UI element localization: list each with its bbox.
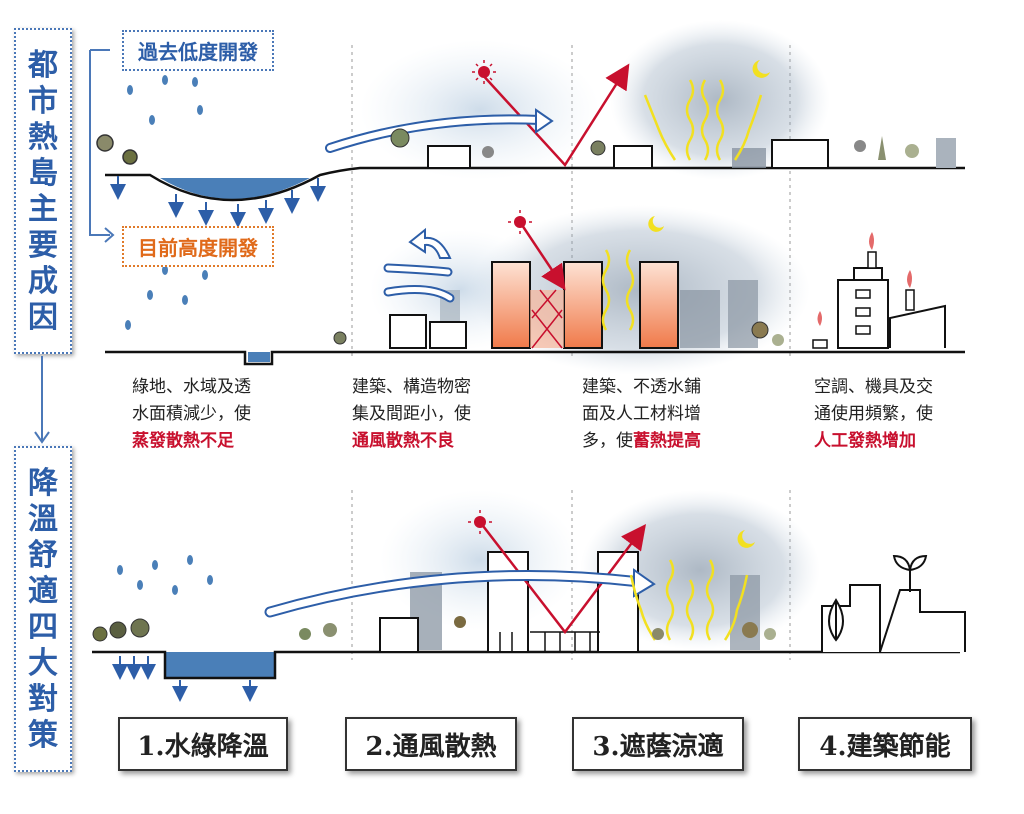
description-2-line1: 建築、構造物密 xyxy=(352,377,471,397)
description-3-prefix: 多，使 xyxy=(582,431,633,451)
description-1-emphasis: 蒸發散熱不足 xyxy=(132,431,234,451)
description-4-emphasis: 人工發熱增加 xyxy=(814,431,916,451)
strategy-building-energy: 4.建築節能 xyxy=(798,717,972,771)
description-2-emphasis: 通風散熱不良 xyxy=(352,431,454,451)
connector-lines xyxy=(34,49,115,444)
causes-label-box: 都市熱島 主要成因 xyxy=(14,28,72,354)
row-strategies xyxy=(92,490,966,702)
tree-icon xyxy=(92,616,776,642)
chimney-icon xyxy=(817,232,912,326)
description-2: 建築、構造物密 集及間距小，使 通風散熱不良 xyxy=(352,374,471,455)
leaf-icon xyxy=(828,598,844,642)
past-development-tag: 過去低度開發 xyxy=(122,30,274,71)
description-2-line2: 集及間距小，使 xyxy=(352,404,471,424)
strategy-shading: 3.遮蔭涼適 xyxy=(572,717,744,771)
moon-icon xyxy=(752,60,770,78)
wind-arrow-icon xyxy=(408,227,452,259)
strategies-label: 降溫舒適 四大對策 xyxy=(28,466,58,753)
description-4-line2: 通使用頻繁，使 xyxy=(814,404,933,424)
description-3-emphasis: 蓄熱提高 xyxy=(633,431,701,451)
strategies-label-box: 降溫舒適 四大對策 xyxy=(14,446,72,772)
causes-label: 都市熱島 主要成因 xyxy=(28,48,58,335)
sprout-icon xyxy=(892,554,928,592)
strategy-ventilation: 2.通風散熱 xyxy=(345,717,517,771)
description-3: 建築、不透水鋪 面及人工材料增 多，使蓄熱提高 xyxy=(582,374,701,455)
sun-icon xyxy=(472,60,496,84)
description-4-line1: 空調、機具及交 xyxy=(814,377,933,397)
description-3-line2: 面及人工材料增 xyxy=(582,404,701,424)
description-1: 綠地、水域及透 水面積減少，使 蒸發散熱不足 xyxy=(132,374,251,455)
row-past xyxy=(96,20,965,595)
description-3-line1: 建築、不透水鋪 xyxy=(582,377,701,397)
current-development-tag: 目前高度開發 xyxy=(122,226,274,267)
description-1-line1: 綠地、水域及透 xyxy=(132,377,251,397)
rain-drop-icon xyxy=(117,75,213,595)
description-1-line2: 水面積減少，使 xyxy=(132,404,251,424)
description-4: 空調、機具及交 通使用頻繁，使 人工發熱增加 xyxy=(814,374,933,455)
strategy-water-green: 1.水綠降溫 xyxy=(118,717,288,771)
row-now xyxy=(105,205,965,375)
